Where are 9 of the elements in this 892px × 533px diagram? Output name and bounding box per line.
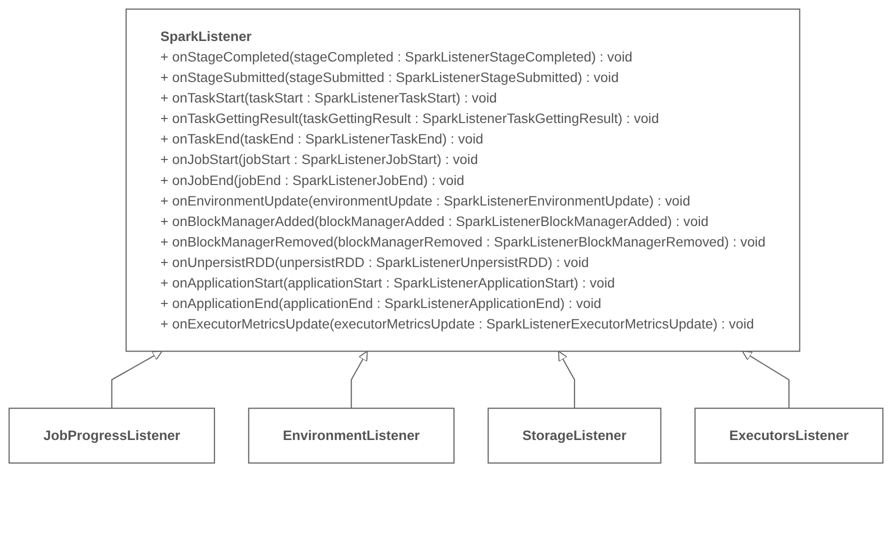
node-box: SparkListener + onStageCompleted(stageCompleted : SparkListenerStageCompleted) : void + onStageSubmitted(stageSubmitted : SparkListenerStageSubmitted) : void + onTaskStart(taskStart : SparkListenerTaskStart) : void + onTaskGettingResult(taskGettingResult : SparkListenerTaskGettingResult) : void + onTaskEnd(taskEnd : SparkListenerTaskEnd) : void + onJobStart(jobStart : SparkListenerJobStart) : void + onJobEnd(jobEnd : SparkListenerJobEnd) : void + onEnvironmentUpdate(environmentUpdate : SparkListenerEnvironmentUpdate) : void + onBlockManagerAdded(blockManagerAdded : SparkListenerBlockManagerAdded) : void + onBlockManagerRemoved(blockManagerRemoved : SparkListenerBlockManagerRemoved) : void + onUnpersistRDD(unpersistRDD : SparkListenerUnpersistRDD) : void + onApplicationStart(applicationStart : SparkListenerApplicationStart) : void + onApplicationEnd(applicationEnd : SparkListenerApplicationEnd) : void + onExecutorMetricsUpdate(executorMetricsUpdate : SparkListenerExecutorMetricsUpdate) : void — [126, 8, 800, 352]
node-box: ExecutorsListener — [694, 408, 884, 464]
node-box: EnvironmentListener — [248, 408, 455, 464]
arrow — [350, 350, 368, 408]
arrow — [111, 350, 162, 408]
node-box: JobProgressListener — [8, 408, 216, 464]
node-box: StorageListener — [488, 408, 662, 464]
arrow — [742, 350, 790, 408]
arrow — [558, 350, 576, 408]
